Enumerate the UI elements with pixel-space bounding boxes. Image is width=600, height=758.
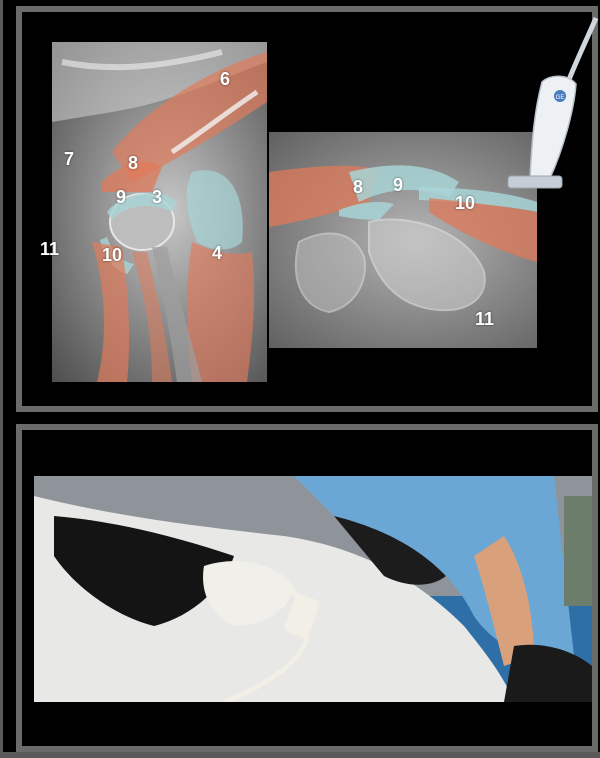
label-9: 9 bbox=[116, 188, 126, 206]
anatomy-overlay-left bbox=[52, 42, 267, 382]
label-6: 6 bbox=[220, 70, 230, 88]
clinical-photo bbox=[34, 476, 592, 702]
label-10: 10 bbox=[102, 246, 122, 264]
ultrasound-probe-icon: GE bbox=[450, 12, 600, 197]
label-3: 3 bbox=[152, 188, 162, 206]
probe-head bbox=[508, 176, 562, 188]
tendon-region bbox=[187, 170, 243, 249]
muscle-4 bbox=[187, 242, 254, 382]
left-edge-strip bbox=[0, 0, 3, 758]
label-8-zoom: 8 bbox=[353, 178, 363, 196]
label-9-zoom: 9 bbox=[393, 176, 403, 194]
room-door bbox=[564, 496, 592, 606]
clinical-photo-panel bbox=[16, 424, 598, 752]
probe-brand-text: GE bbox=[556, 95, 565, 101]
label-4: 4 bbox=[212, 244, 222, 262]
anatomy-panel: 6 8 9 3 10 4 7 11 bbox=[16, 6, 598, 412]
shoulder-radiograph-lateral: 6 8 9 3 10 4 bbox=[52, 42, 267, 382]
label-11-zoom: 11 bbox=[475, 310, 494, 328]
label-8: 8 bbox=[128, 154, 138, 172]
probe-cable bbox=[568, 18, 596, 82]
label-11-left: 11 bbox=[40, 240, 59, 258]
clinical-photo-scene bbox=[34, 476, 592, 702]
bottom-edge-strip bbox=[0, 752, 600, 758]
probe-handle bbox=[530, 76, 576, 178]
label-7: 7 bbox=[64, 150, 74, 168]
